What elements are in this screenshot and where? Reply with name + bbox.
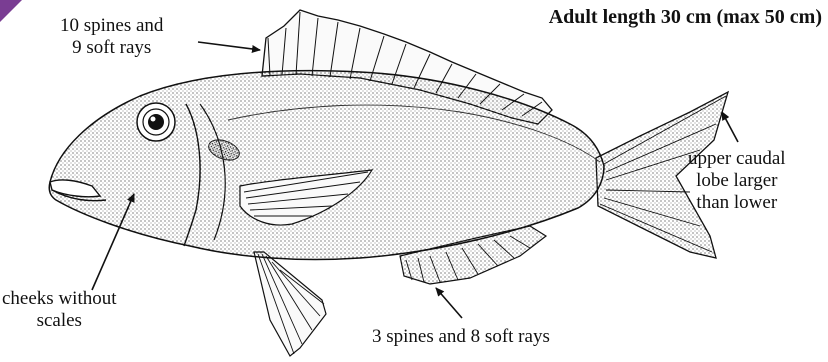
caudal-label-line-2: lobe larger <box>688 170 786 192</box>
cheeks-label: cheeks without scales <box>2 288 117 332</box>
cheeks-label-line-1: cheeks without <box>2 288 117 310</box>
adult-length-title: Adult length 30 cm (max 50 cm) <box>549 6 822 29</box>
anal-fin-label: 3 spines and 8 soft rays <box>372 326 550 348</box>
dorsal-label-line-1: 10 spines and <box>60 15 163 37</box>
caudal-pointer-arrow <box>722 112 738 142</box>
anal-pointer-arrow <box>436 288 462 318</box>
caudal-label-line-1: upper caudal <box>688 148 786 170</box>
pelvic-fin <box>254 252 326 356</box>
caudal-label-line-3: than lower <box>688 192 786 214</box>
dorsal-pointer-arrow <box>198 42 260 50</box>
caudal-fin-label: upper caudal lobe larger than lower <box>688 148 786 214</box>
eye <box>137 103 175 141</box>
dorsal-label-line-2: 9 soft rays <box>60 37 163 59</box>
dorsal-fin-label: 10 spines and 9 soft rays <box>60 15 163 59</box>
cheeks-label-line-2: scales <box>2 310 117 332</box>
